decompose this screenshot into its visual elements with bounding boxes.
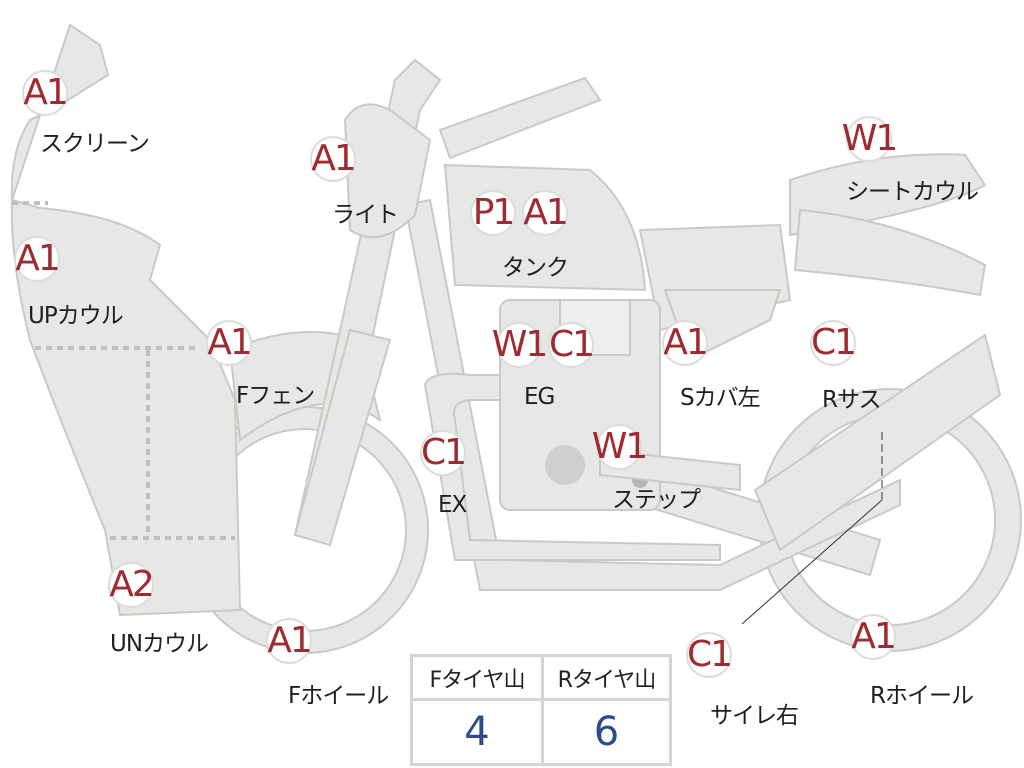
r-wheel-label: Rホイール [870, 683, 974, 709]
s-cover-label: Sカバ左 [680, 385, 761, 411]
s-cover-code-badge: A1 [662, 320, 709, 366]
r-wheel-code-badge: A1 [850, 614, 897, 660]
eg-w-code-badge: W1 [492, 322, 548, 368]
r-sus-code-badge: C1 [810, 320, 857, 366]
step-label: ステップ [612, 487, 701, 513]
tank-label: タンク [502, 255, 569, 281]
eg-code-badge: C1 [548, 322, 595, 368]
ex-code-badge: C1 [420, 430, 467, 476]
ex-label: EX [438, 492, 467, 518]
r-sus-label: Rサス [822, 387, 882, 413]
screen-label: スクリーン [40, 131, 150, 157]
eg-label: EG [524, 384, 555, 410]
fairing-shape [10, 23, 242, 617]
seat-cowl-code-badge: W1 [842, 116, 898, 162]
frame-rail-shape [403, 198, 901, 591]
f-wheel-code-badge: A1 [266, 618, 313, 664]
handlebar-shape [438, 76, 602, 160]
tank-p-code-badge: P1 [470, 190, 516, 236]
rear-tire-value: 6 [593, 709, 620, 755]
rear-tire-header: Rタイヤ山 [544, 657, 669, 701]
un-cowl-label: UNカウル [110, 631, 209, 657]
up-cowl-code-badge: A1 [14, 236, 61, 282]
table-divider [541, 657, 544, 763]
silencer-code-badge: C1 [686, 632, 733, 678]
screen-code-badge: A1 [22, 70, 69, 116]
light-code-badge: A1 [310, 136, 357, 182]
up-cowl-label: UPカウル [28, 303, 124, 329]
front-tire-header: Fタイヤ山 [413, 657, 541, 701]
f-wheel-label: Fホイール [288, 683, 389, 709]
tank-code-badge: A1 [522, 190, 569, 236]
light-label: ライト [332, 202, 399, 228]
silencer-label: サイレ右 [710, 703, 799, 729]
f-fender-code-badge: A1 [206, 320, 253, 366]
step-code-badge: W1 [592, 424, 648, 470]
seat-cowl-label: シートカウル [846, 179, 979, 205]
tire-tread-table: Fタイヤ山 Rタイヤ山 4 6 [410, 654, 672, 766]
silencer-shape [753, 333, 1002, 552]
headlight-shape [343, 103, 432, 239]
f-fender-label: Fフェン [236, 383, 315, 409]
front-tire-value: 4 [464, 709, 490, 755]
un-cowl-code-badge: A2 [108, 562, 155, 608]
